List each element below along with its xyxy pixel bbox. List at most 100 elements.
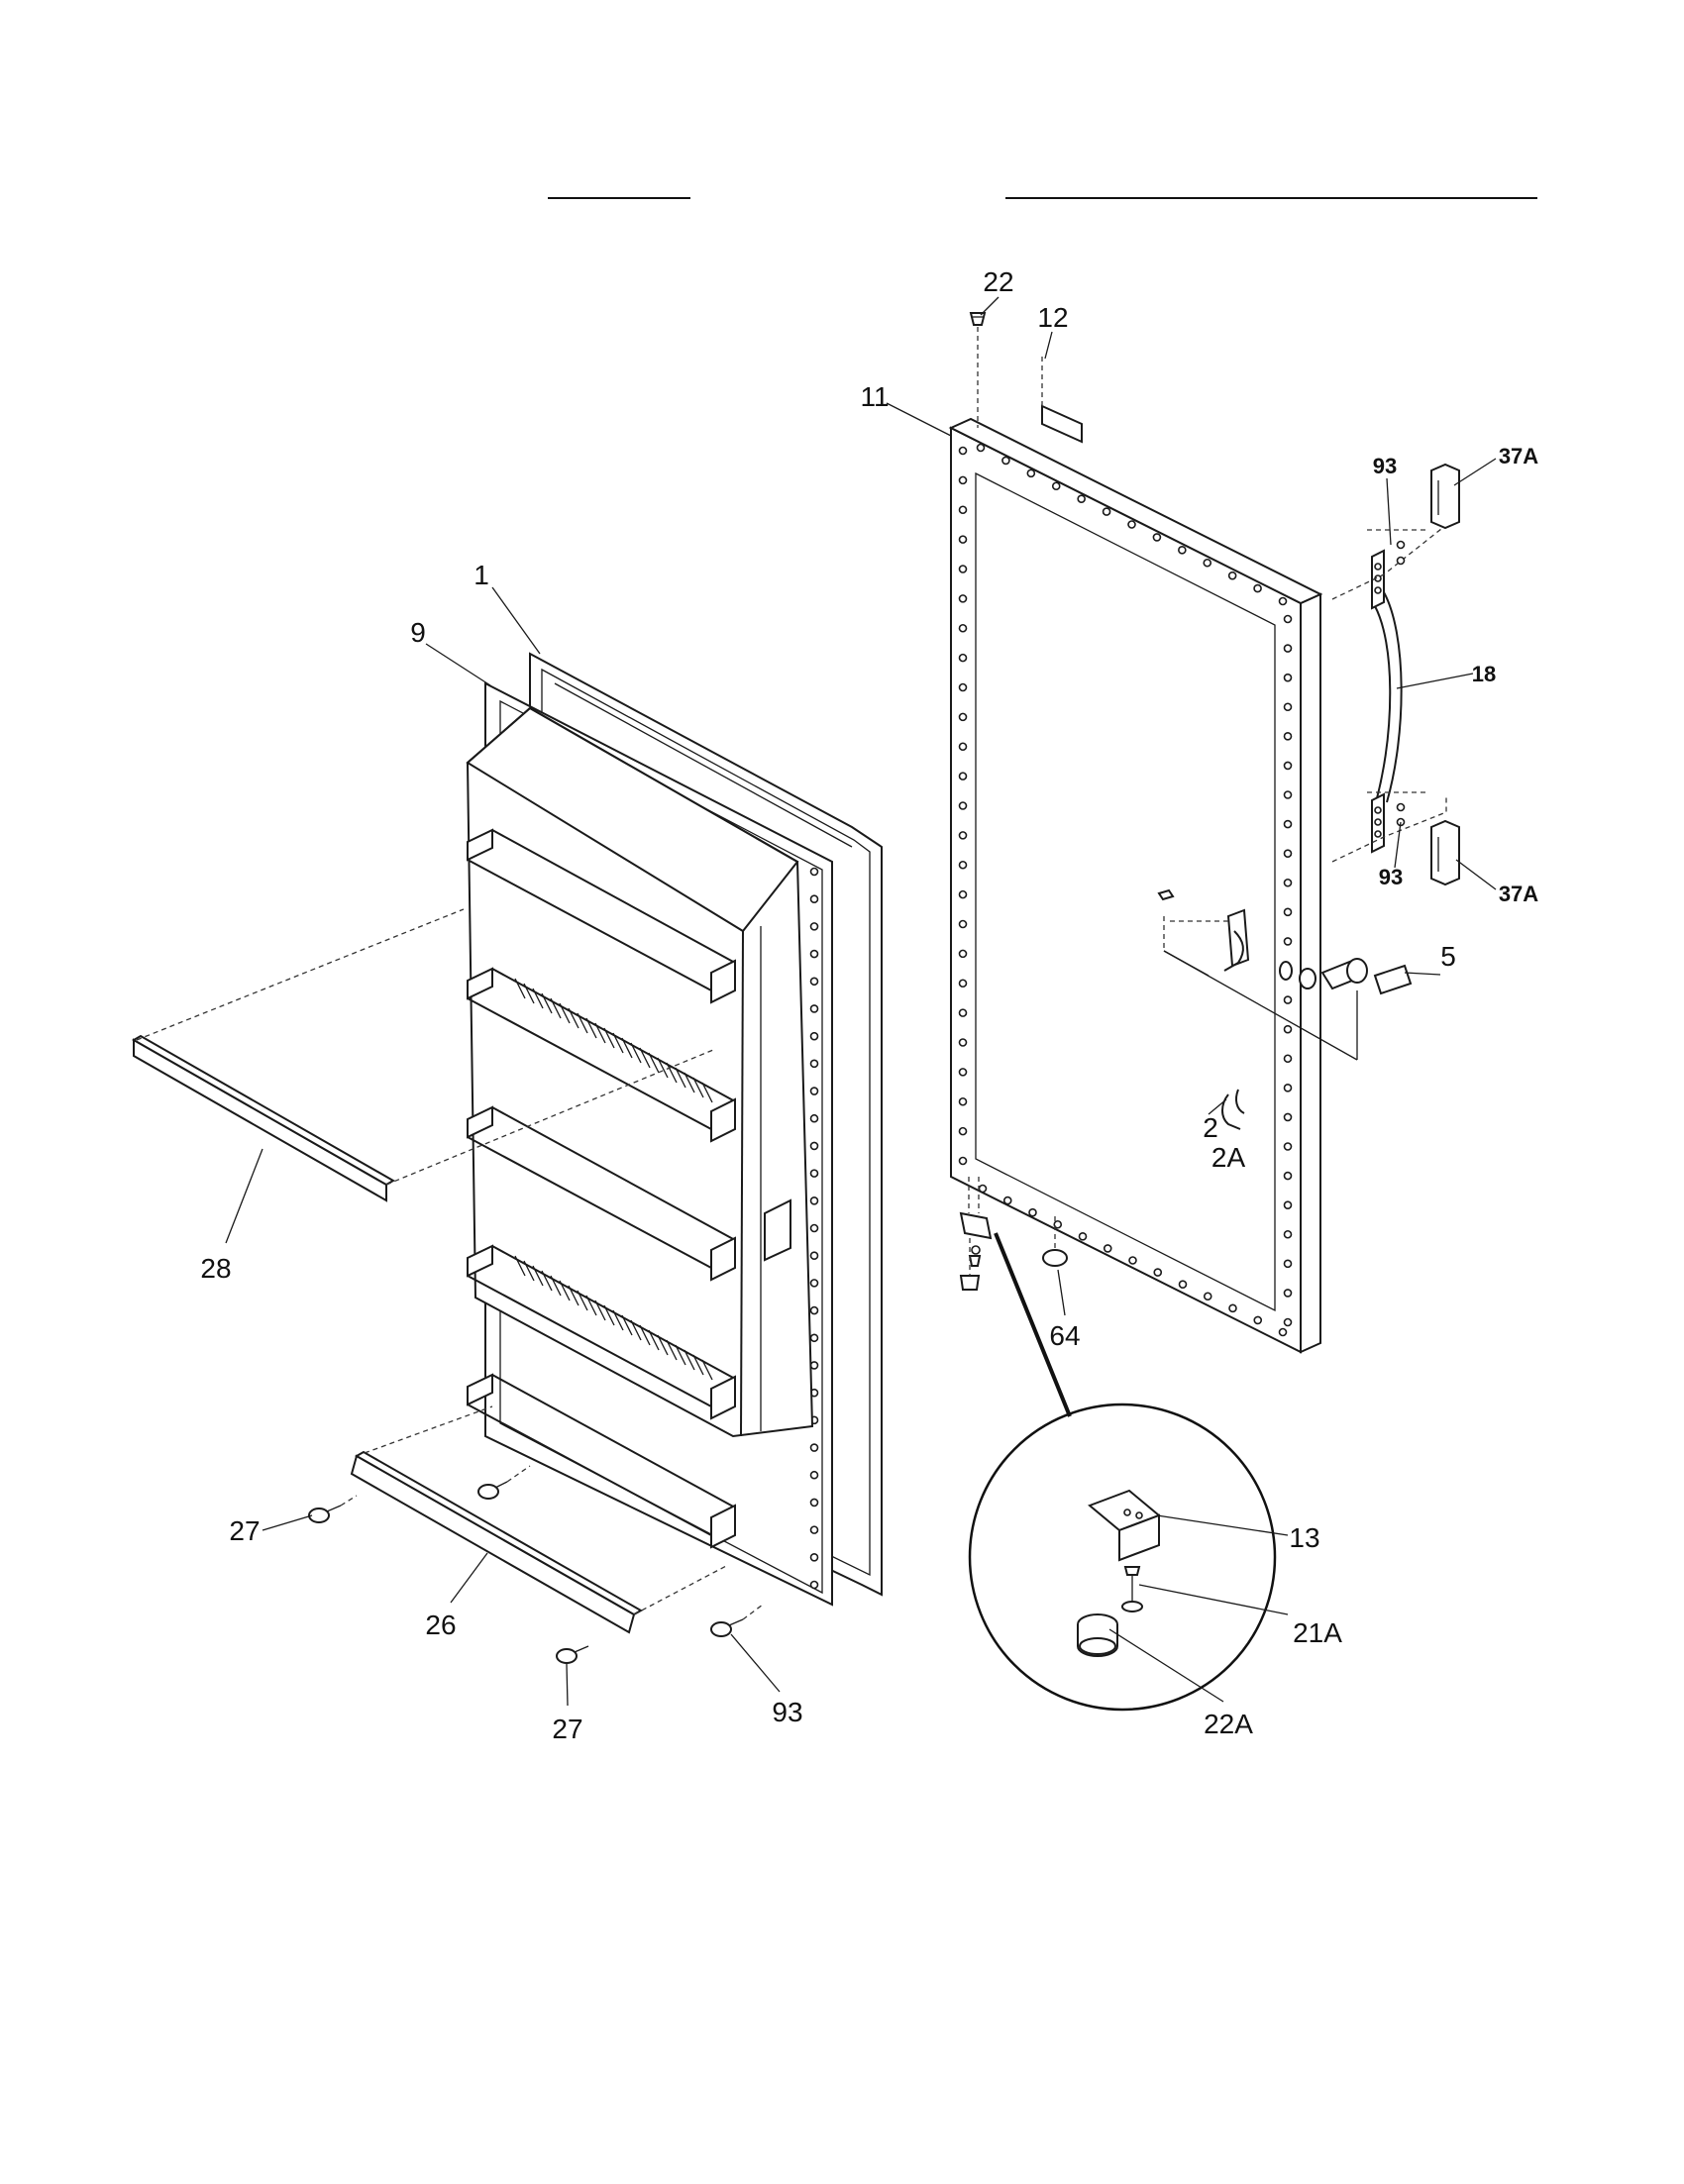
screw-hole <box>1283 732 1293 741</box>
screw-hole <box>1283 878 1293 887</box>
screw-hole <box>1178 546 1187 555</box>
screw-hole <box>809 1279 819 1288</box>
hinge-detail-inset <box>968 1232 1277 1712</box>
callout-27-upper: 27 <box>229 1515 260 1546</box>
callout-5: 5 <box>1440 941 1456 972</box>
callout-2a: 2A <box>1211 1142 1246 1173</box>
screw-hole <box>1127 520 1136 529</box>
liner-shelf <box>467 1244 736 1420</box>
screw-hole <box>958 712 968 722</box>
screw-hole <box>1153 1268 1163 1277</box>
screw-hole <box>809 1113 819 1123</box>
screw-hole <box>809 922 819 931</box>
screw-hole <box>958 623 968 633</box>
screw-hole <box>958 860 968 870</box>
screw-hole <box>1278 1327 1288 1337</box>
callout-11: 11 <box>860 381 889 412</box>
screw-hole <box>1283 1289 1293 1298</box>
screw-hole <box>958 535 968 544</box>
screw-hole <box>1228 1303 1237 1313</box>
liner-shelf <box>467 967 736 1143</box>
screw-27-lower <box>556 1645 589 1664</box>
screw-hole <box>1283 1054 1293 1064</box>
screw-hole <box>809 977 819 987</box>
screw-hole <box>809 894 819 903</box>
screw-hole <box>1283 1024 1293 1034</box>
screw-hole <box>1283 819 1293 829</box>
screw-hole <box>958 1068 968 1077</box>
screw-hole <box>1152 533 1162 542</box>
screw-93-lower <box>710 1604 764 1637</box>
screw-hole <box>809 1004 819 1013</box>
screw-hole <box>1283 1259 1293 1269</box>
screw-hole <box>809 1305 819 1315</box>
screw-hole <box>1103 1244 1112 1253</box>
door-handle-part <box>1331 495 1447 863</box>
screw-hole <box>958 475 968 485</box>
handle-cap-bottom <box>1430 819 1460 886</box>
callout-13: 13 <box>1289 1522 1319 1553</box>
screw-hole <box>1278 596 1288 606</box>
screw-hole <box>809 1498 819 1508</box>
callout-93-upper: 93 <box>1373 454 1397 478</box>
hinge-bracket-small <box>959 1177 993 1291</box>
screw-hole <box>976 443 986 453</box>
screw-hole <box>1026 468 1036 478</box>
callout-labels: 22 12 11 93 37A 18 93 37A 5 2 2A 64 1 9 … <box>200 266 1538 1744</box>
screw-hole <box>809 1223 819 1233</box>
screw-hole <box>958 979 968 988</box>
screw-hole <box>1283 1084 1293 1092</box>
screw-hole <box>1283 673 1293 682</box>
screw-hole <box>958 1126 968 1136</box>
screw-hole <box>1283 644 1293 653</box>
callout-27-lower: 27 <box>552 1714 582 1744</box>
screw-hole <box>1128 1256 1137 1265</box>
screw-hole <box>809 867 819 877</box>
outer-door-panel <box>948 417 1323 1354</box>
screw-hole <box>1227 571 1237 580</box>
screw-hole <box>958 565 968 573</box>
screw-hole <box>958 1096 968 1106</box>
hole-plug-part <box>1042 1216 1068 1267</box>
callout-64: 64 <box>1049 1320 1080 1351</box>
screw-hole <box>1253 583 1262 593</box>
screw-hole <box>809 1251 819 1260</box>
screw-hole <box>1001 456 1010 466</box>
screw-hole <box>1102 507 1111 516</box>
screw-hole <box>809 1443 819 1452</box>
screw-hole <box>809 1580 819 1590</box>
screw-hole <box>1028 1207 1037 1217</box>
screw-hole <box>809 1169 819 1178</box>
callout-1: 1 <box>474 560 489 590</box>
door-label-part <box>1041 357 1083 444</box>
liner-shelf <box>467 828 736 1004</box>
screw-hole <box>958 949 968 959</box>
screw-hole <box>809 1470 819 1480</box>
screw-hole <box>958 505 968 515</box>
callout-9: 9 <box>410 617 426 648</box>
screw-hole <box>978 1184 988 1194</box>
screw-hole <box>1053 1219 1063 1229</box>
lock-assembly <box>1157 888 1413 1130</box>
screw-hole <box>1203 558 1212 568</box>
handle-cap-top <box>1430 463 1460 530</box>
screw-hole <box>958 742 968 752</box>
callout-22a: 22A <box>1204 1709 1253 1739</box>
screw-hole <box>809 1525 819 1534</box>
screw-hole <box>1051 481 1061 491</box>
screw-hole <box>958 1038 968 1047</box>
callout-37a-lower: 37A <box>1499 882 1538 906</box>
callout-93-lower: 93 <box>772 1697 802 1727</box>
screw-hole <box>809 1333 819 1343</box>
callout-93-middle: 93 <box>1379 865 1403 889</box>
callout-12: 12 <box>1037 302 1068 333</box>
liner-shelf <box>467 1105 736 1282</box>
screw-hole <box>958 831 968 840</box>
screw-hole <box>1283 761 1293 771</box>
screw-27-upper <box>308 1495 358 1523</box>
screw-hole <box>1283 614 1293 624</box>
screw-hole <box>809 1141 819 1151</box>
screw-hole <box>1002 1196 1012 1205</box>
screw-hole <box>1178 1280 1188 1289</box>
